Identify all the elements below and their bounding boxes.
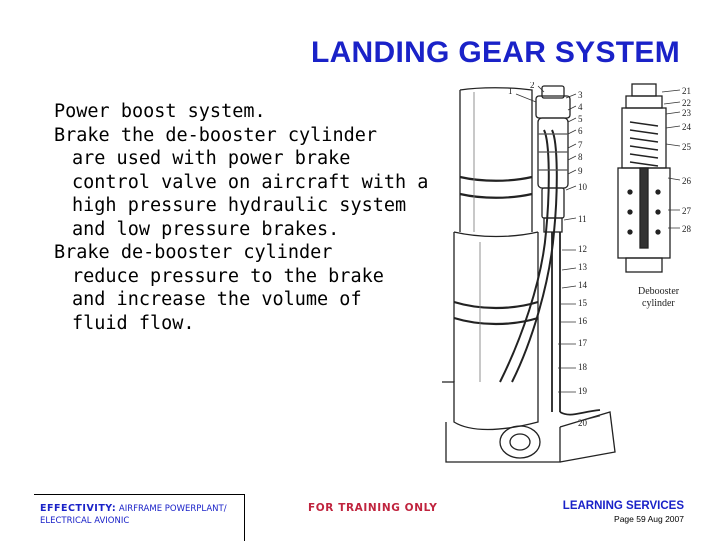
callout-label: 11 <box>578 214 587 224</box>
callout-label: 9 <box>578 166 583 176</box>
cylinder-spring <box>629 121 659 167</box>
strut-lower-outline <box>453 232 539 382</box>
learning-services: LEARNING SERVICES <box>562 500 684 512</box>
effectivity-line: EFFECTIVITY: AIRFRAME POWERPLANT/ <box>40 503 227 514</box>
effectivity-value-2: ELECTRICAL AVIONIC <box>40 516 130 526</box>
body-line: fluid flow. <box>72 312 195 334</box>
strut-outline <box>459 87 533 232</box>
callout-label: 12 <box>578 244 587 254</box>
body-line: Brake the de-booster cylinder <box>54 124 378 146</box>
callout-label: 13 <box>578 262 588 272</box>
callout-label: 7 <box>578 140 583 150</box>
hydraulic-line-2 <box>511 129 558 383</box>
body-line: and increase the volume of <box>72 289 362 310</box>
strut-clamp-lower-2 <box>453 316 539 326</box>
callout-label: 15 <box>578 298 588 308</box>
slide-title: LANDING GEAR SYSTEM <box>310 36 680 69</box>
callout-label: 25 <box>682 142 692 152</box>
callout-label: 23 <box>682 108 692 118</box>
callout-label: 20 <box>578 418 588 428</box>
valve-body <box>537 117 569 189</box>
callout-label: 19 <box>578 386 588 396</box>
callout-label: 17 <box>578 338 588 348</box>
cylinder-top-cap <box>625 95 663 109</box>
figure-caption: Debooster <box>638 286 680 297</box>
debooster-diagram-svg: 1 2 3 4 5 6 7 8 9 10 11 12 13 14 15 16 1… <box>442 82 692 463</box>
cylinder-bottom-cap <box>625 257 663 273</box>
body-line: high pressure hydraulic system <box>72 195 407 216</box>
training-notice: FOR TRAINING ONLY <box>308 502 438 514</box>
cylinder-upper <box>621 107 667 169</box>
body-line: and low pressure brakes. <box>72 218 340 240</box>
callout-label: 2 <box>530 82 535 90</box>
callout-label: 24 <box>682 122 692 132</box>
body-line: Brake de-booster cylinder <box>54 242 333 263</box>
hydraulic-line-1 <box>499 129 550 383</box>
cylinder-fitting <box>631 83 657 97</box>
callout-label: 16 <box>578 316 588 326</box>
body-line: are used with power brake <box>72 148 351 169</box>
strut-clamp-upper-2 <box>459 192 533 199</box>
callout-label: 6 <box>578 126 583 136</box>
valve-head <box>535 95 571 119</box>
effectivity-label: EFFECTIVITY: <box>40 503 117 514</box>
callout-label: 1 <box>508 86 513 96</box>
callout-label: 26 <box>682 176 692 186</box>
callout-label: 10 <box>578 182 588 192</box>
page-info: Page 59 Aug 2007 <box>614 514 684 524</box>
axle <box>445 422 561 463</box>
callout-label: 18 <box>578 362 588 372</box>
body-text: Power boost system. Brake the de-booster… <box>54 100 434 335</box>
effectivity-box: EFFECTIVITY: AIRFRAME POWERPLANT/ ELECTR… <box>34 494 245 541</box>
callout-label: 4 <box>578 102 583 112</box>
body-line: reduce pressure to the brake <box>72 265 384 287</box>
callout-label: 14 <box>578 280 588 290</box>
strut-clamp-lower <box>453 300 539 310</box>
callout-label: 22 <box>682 98 691 108</box>
callout-label: 3 <box>578 90 583 100</box>
figure-caption: cylinder <box>642 298 675 309</box>
axle-hub <box>499 425 541 459</box>
strut-band <box>453 231 539 238</box>
callout-label: 8 <box>578 152 583 162</box>
strut-clamp-upper <box>459 175 533 182</box>
hydraulic-line-3 <box>551 232 561 412</box>
body-line: control valve on aircraft with a <box>72 171 429 193</box>
callout-label: 27 <box>682 206 692 216</box>
callout-label: 21 <box>682 86 691 96</box>
valve-lower <box>541 187 565 219</box>
callout-label: 5 <box>578 114 583 124</box>
debooster-diagram: 1 2 3 4 5 6 7 8 9 10 11 12 13 14 15 16 1… <box>440 82 692 480</box>
axle-housing <box>442 381 539 431</box>
body-line: Power boost system. <box>54 101 266 122</box>
cylinder-piston-rod <box>639 167 649 249</box>
callout-label: 28 <box>682 224 692 234</box>
effectivity-value: AIRFRAME POWERPLANT/ <box>118 504 227 514</box>
